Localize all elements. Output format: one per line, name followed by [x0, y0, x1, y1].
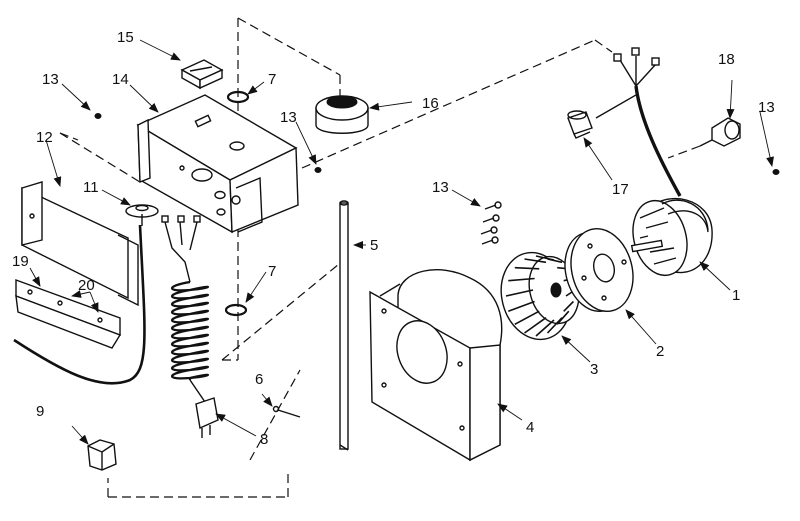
part-15-rocker-switch	[180, 59, 224, 90]
screw-set-blower	[480, 201, 502, 245]
blower-vane	[524, 258, 547, 264]
callout-13-right: 13	[758, 99, 775, 116]
part-4-blower-housing	[369, 269, 503, 462]
callout-8: 8	[260, 431, 268, 448]
callout-4: 4	[526, 419, 534, 436]
blower-vane	[535, 319, 555, 337]
part-8-coiled-cord	[161, 215, 219, 438]
part-6-pin	[272, 405, 301, 418]
blower-vane	[514, 266, 540, 270]
blower-vane	[563, 300, 574, 312]
callout-13-box: 13	[280, 109, 297, 126]
callout-13-upper-left: 13	[42, 71, 59, 88]
part-9-cap	[87, 439, 117, 471]
part-1-motor	[630, 197, 713, 277]
blower-vane	[556, 310, 570, 325]
callout-13-blower: 13	[432, 179, 449, 196]
part-17-wire-connector	[567, 110, 593, 139]
blower-vane	[508, 277, 535, 282]
leader-arrows	[29, 39, 774, 445]
power-cable	[13, 224, 146, 385]
screw-box	[314, 167, 322, 173]
callout-3: 3	[590, 361, 598, 378]
callout-labels: 15 13 14 7 13 16 12 11 19 20 7 5 13 13 1…	[12, 29, 775, 448]
part-16-knob	[315, 95, 369, 134]
part-11-thermostat	[125, 204, 159, 226]
callout-2: 2	[656, 343, 664, 360]
callout-6: 6	[255, 371, 263, 388]
callout-20: 20	[78, 277, 95, 294]
callout-9: 9	[36, 403, 44, 420]
blower-vane	[546, 317, 563, 334]
part-18-cable-clamp	[667, 117, 741, 159]
part-12-mounting-plate	[21, 181, 139, 307]
part-7-grommet-upper	[226, 90, 250, 104]
callout-1: 1	[732, 287, 740, 304]
callout-7-upper: 7	[268, 71, 276, 88]
screw-right	[772, 169, 780, 175]
motor-wiring-harness	[595, 47, 682, 197]
callout-5: 5	[370, 237, 378, 254]
callout-16: 16	[422, 95, 439, 112]
callout-18: 18	[718, 51, 735, 68]
callout-15: 15	[117, 29, 134, 46]
blower-vane	[524, 317, 547, 334]
callout-19: 19	[12, 253, 29, 270]
callout-12: 12	[36, 129, 53, 146]
part-2-motor-mount-plate	[564, 227, 634, 313]
blower-vane	[547, 258, 563, 264]
part-5-heating-rod	[339, 200, 349, 451]
blower-vane	[505, 289, 534, 297]
part-13-screws	[94, 113, 780, 245]
part-7-grommet-lower	[224, 303, 248, 317]
blower-vane	[514, 310, 540, 326]
callout-14: 14	[112, 71, 129, 88]
blower-vane	[508, 300, 535, 313]
callout-11: 11	[83, 179, 99, 196]
callout-7-lower: 7	[268, 263, 276, 280]
screw-upper-left	[94, 113, 102, 119]
part-14-control-box	[59, 94, 299, 234]
callout-17: 17	[612, 181, 629, 198]
part-19-mounting-bracket	[15, 278, 122, 349]
